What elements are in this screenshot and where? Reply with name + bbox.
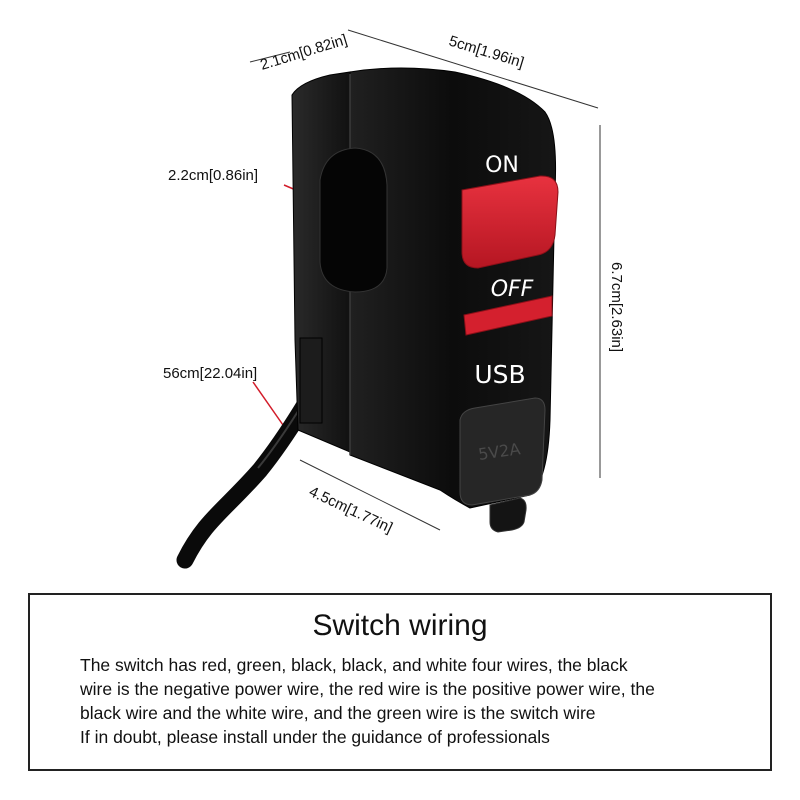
info-text: The switch has red, green, black, black,… (80, 653, 760, 749)
off-label: OFF (491, 277, 534, 302)
off-button[interactable] (463, 295, 553, 336)
info-line: The switch has red, green, black, black,… (80, 655, 628, 675)
wiring-info-box: Switch wiring The switch has red, green,… (28, 593, 772, 771)
info-line: If in doubt, please install under the gu… (80, 727, 550, 747)
info-title: Switch wiring (312, 609, 488, 642)
usb-label: USB (474, 360, 525, 389)
on-button[interactable] (461, 175, 559, 269)
info-line: black wire and the white wire, and the g… (80, 703, 596, 723)
dim-hole: 2.2cm[0.86in] (168, 167, 258, 184)
info-line: wire is the negative power wire, the red… (80, 679, 655, 699)
product-diagram: ON OFF USB 5V2A 2.1cm[0.82in] 5cm[1.96in… (163, 29, 625, 569)
clamp-plate (299, 337, 323, 424)
dim-bottom: 4.5cm[1.77in] (306, 483, 395, 536)
dim-depth: 2.1cm[0.82in] (258, 31, 349, 74)
dim-height: 6.7cm[2.63in] (608, 262, 625, 352)
on-label: ON (485, 153, 519, 178)
usb-cover-tab[interactable] (489, 497, 527, 533)
handlebar-hole (319, 147, 388, 293)
dim-cable: 56cm[22.04in] (163, 365, 257, 382)
dim-width: 5cm[1.96in] (447, 33, 526, 72)
switch-body (349, 67, 557, 509)
usb-port-cover[interactable] (459, 397, 546, 506)
